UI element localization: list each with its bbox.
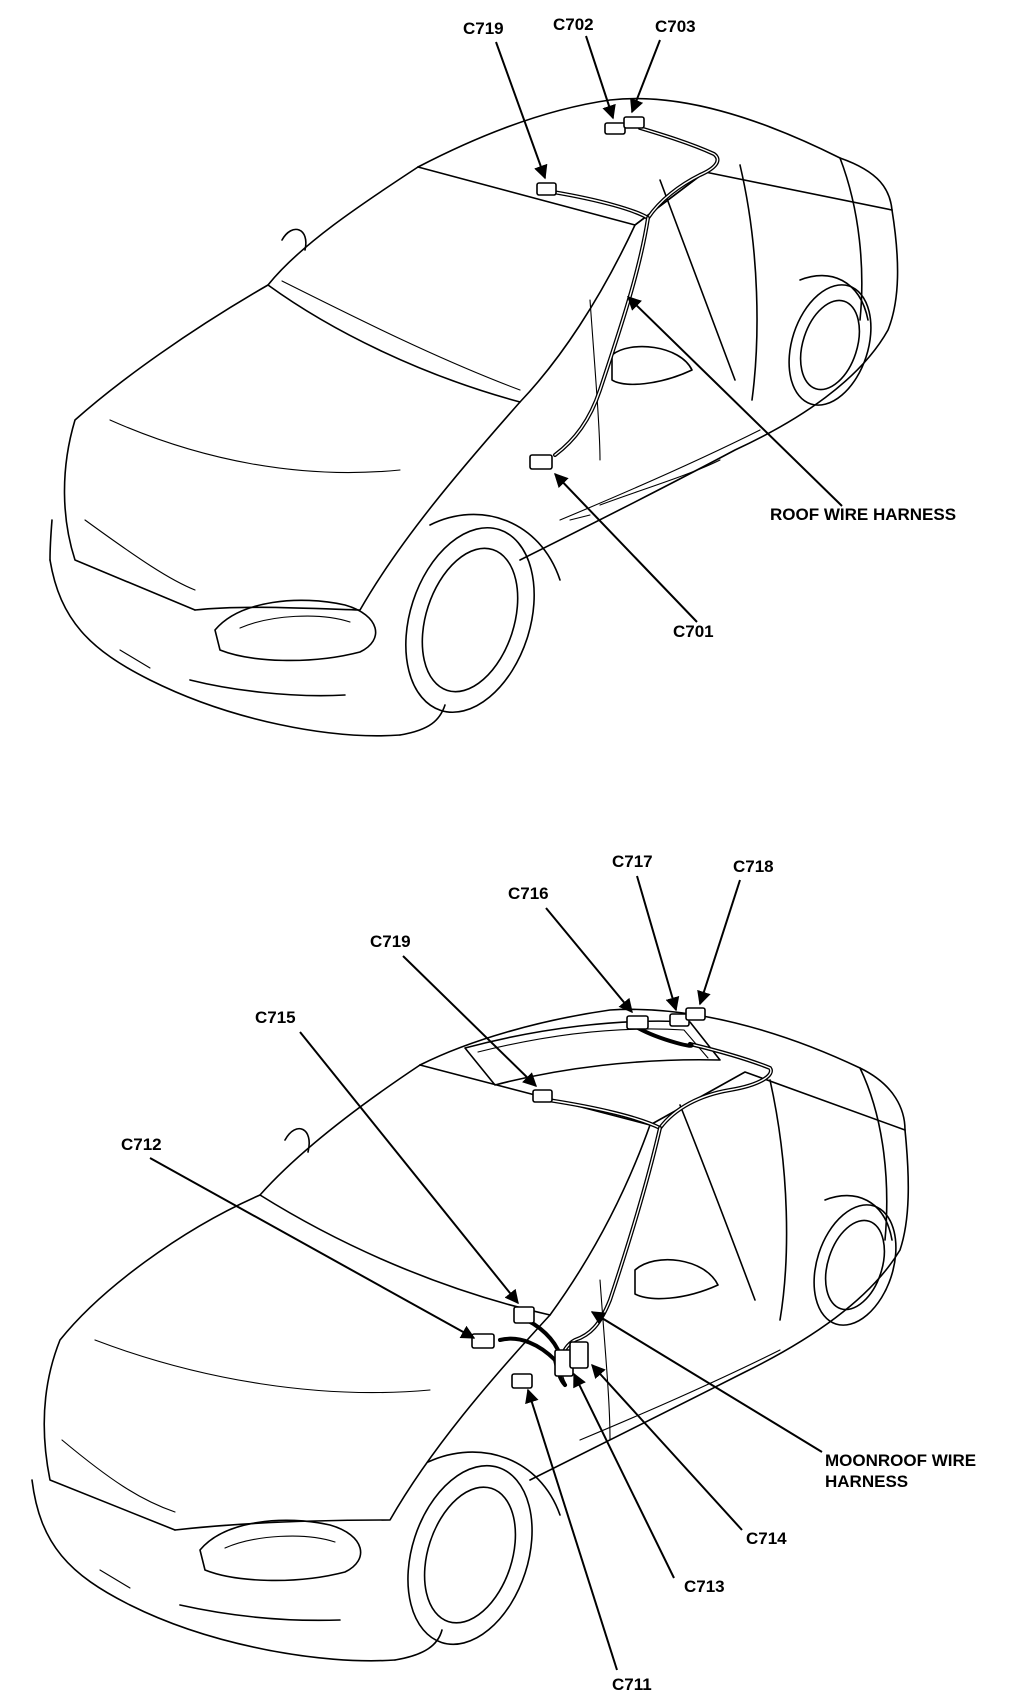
label-c712: C712 xyxy=(121,1135,162,1154)
label-c719-top: C719 xyxy=(463,19,504,38)
label-c715: C715 xyxy=(255,1008,296,1027)
label-c717: C717 xyxy=(612,852,653,871)
labels-bottom: C717 C718 C716 C719 C715 C712 MOONROOF W… xyxy=(121,852,976,1694)
label-c719-bottom: C719 xyxy=(370,932,411,951)
label-c716: C716 xyxy=(508,884,549,903)
car-body-outline xyxy=(31,1008,910,1662)
connector-c712 xyxy=(471,1333,495,1349)
connector-c719-top xyxy=(536,182,557,196)
label-roof-wire-harness: ROOF WIRE HARNESS xyxy=(770,505,956,524)
label-c711: C711 xyxy=(612,1675,652,1694)
connector-c701 xyxy=(529,454,553,470)
connector-c719-bottom xyxy=(532,1089,553,1103)
connector-c716 xyxy=(626,1015,649,1030)
label-c713: C713 xyxy=(684,1577,725,1596)
connector-c718 xyxy=(685,1007,706,1021)
label-c702: C702 xyxy=(553,15,594,34)
leader-lines-bottom xyxy=(149,875,823,1671)
label-moonroof-harness-line1: MOONROOF WIRE xyxy=(825,1451,976,1470)
leader-lines-top xyxy=(495,35,843,623)
moonroof-wire-harness xyxy=(498,1026,773,1387)
roof-wire-harness xyxy=(551,126,720,457)
car-body-outline xyxy=(49,97,899,737)
connector-c711 xyxy=(511,1373,533,1389)
sedan-roof-harness-view: C719 C702 C703 ROOF WIRE HARNESS C701 xyxy=(49,15,956,737)
connector-c715 xyxy=(513,1306,535,1324)
sedan-moonroof-harness-view: C717 C718 C716 C719 C715 C712 MOONROOF W… xyxy=(31,852,976,1694)
connector-c702 xyxy=(604,122,626,135)
label-c714: C714 xyxy=(746,1529,787,1548)
connector-c703 xyxy=(623,116,645,129)
label-moonroof-harness-line2: HARNESS xyxy=(825,1472,908,1491)
label-c701: C701 xyxy=(673,622,714,641)
label-c718: C718 xyxy=(733,857,774,876)
label-c703: C703 xyxy=(655,17,696,36)
labels-top: C719 C702 C703 ROOF WIRE HARNESS C701 xyxy=(463,15,956,641)
connector-c714 xyxy=(569,1341,589,1369)
